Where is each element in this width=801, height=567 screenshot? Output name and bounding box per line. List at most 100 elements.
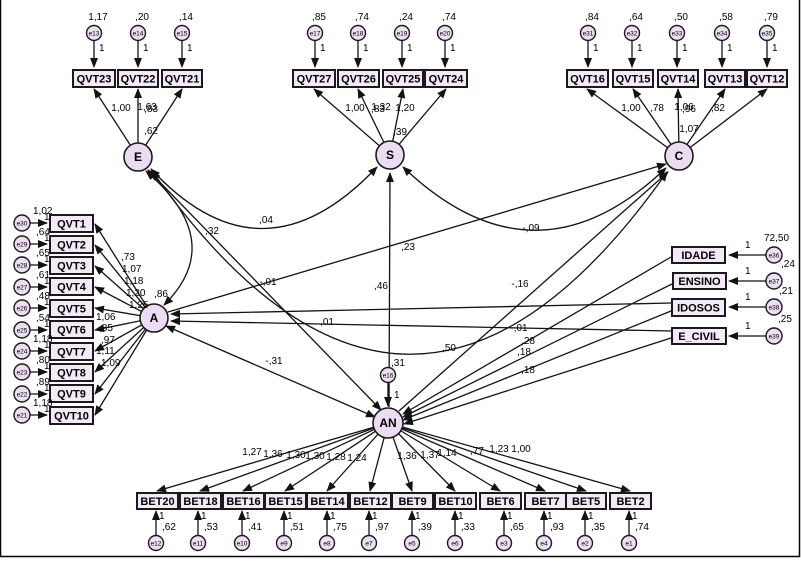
observed-var-IDOSOS[interactable] bbox=[671, 298, 726, 317]
observed-var-label: QVT1 bbox=[57, 219, 86, 231]
observed-var-QVT15[interactable] bbox=[612, 69, 654, 88]
observed-var-BET14[interactable] bbox=[306, 492, 349, 510]
error-term-e10[interactable] bbox=[233, 534, 251, 552]
error-term-e31[interactable] bbox=[579, 24, 597, 42]
observed-var-QVT8[interactable] bbox=[49, 363, 94, 382]
observed-var-BET6[interactable] bbox=[479, 492, 522, 510]
error-term-e39[interactable] bbox=[765, 327, 783, 345]
observed-var-label: QVT4 bbox=[57, 282, 87, 294]
observed-var-ENSINO[interactable] bbox=[672, 272, 727, 290]
error-term-e36[interactable] bbox=[765, 246, 783, 264]
path-arrow bbox=[242, 422, 389, 492]
error-term-e34[interactable] bbox=[713, 24, 731, 42]
error-term-e37[interactable] bbox=[765, 272, 783, 290]
observed-var-QVT6[interactable] bbox=[49, 320, 94, 339]
observed-var-QVT9[interactable] bbox=[49, 384, 94, 403]
error-term-e13[interactable] bbox=[85, 24, 103, 42]
observed-var-E_CIVIL[interactable] bbox=[671, 327, 727, 345]
observed-var-QVT22[interactable] bbox=[117, 69, 159, 88]
error-term-e26[interactable] bbox=[13, 299, 31, 317]
observed-var-QVT24[interactable] bbox=[424, 69, 468, 88]
error-term-label: e31 bbox=[583, 31, 594, 38]
error-term-e29[interactable] bbox=[13, 235, 31, 253]
error-term-e8[interactable] bbox=[318, 534, 336, 552]
fixed-weight-label: 1 bbox=[44, 404, 50, 415]
observed-var-QVT25[interactable] bbox=[382, 69, 424, 88]
coefficient-label: ,73 bbox=[121, 252, 135, 263]
error-term-e7[interactable] bbox=[360, 534, 378, 552]
observed-var-QVT14[interactable] bbox=[657, 69, 699, 88]
error-term-e25[interactable] bbox=[13, 321, 31, 339]
latent-factor-C[interactable] bbox=[664, 141, 694, 171]
observed-var-QVT1[interactable] bbox=[49, 214, 94, 233]
observed-var-BET20[interactable] bbox=[136, 492, 179, 510]
latent-factor-E[interactable] bbox=[123, 142, 153, 172]
error-term-e35[interactable] bbox=[758, 24, 776, 42]
observed-var-QVT3[interactable] bbox=[49, 256, 94, 275]
error-variance-value: 72,50 bbox=[764, 233, 789, 244]
observed-var-QVT26[interactable] bbox=[337, 69, 380, 88]
error-term-label: e38 bbox=[769, 305, 780, 312]
error-term-e5[interactable] bbox=[403, 534, 421, 552]
observed-var-QVT27[interactable] bbox=[292, 69, 336, 88]
error-term-e18[interactable] bbox=[349, 24, 367, 42]
error-term-e1[interactable] bbox=[620, 534, 638, 552]
fixed-weight-label: 1 bbox=[394, 390, 400, 401]
error-term-e3[interactable] bbox=[495, 534, 513, 552]
observed-var-QVT4[interactable] bbox=[49, 277, 94, 296]
error-term-e30[interactable] bbox=[13, 214, 31, 232]
observed-var-BET2[interactable] bbox=[609, 492, 652, 510]
error-term-e23[interactable] bbox=[13, 363, 31, 381]
error-term-e33[interactable] bbox=[668, 24, 686, 42]
error-term-e17[interactable] bbox=[306, 24, 324, 42]
observed-var-IDADE[interactable] bbox=[671, 246, 726, 264]
coefficient-label: 1,07 bbox=[122, 264, 142, 275]
observed-var-QVT7[interactable] bbox=[49, 342, 94, 361]
coefficient-label: 1,00 bbox=[111, 103, 131, 114]
observed-var-label: QVT22 bbox=[121, 74, 156, 86]
error-term-e6[interactable] bbox=[446, 534, 464, 552]
error-term-e27[interactable] bbox=[13, 278, 31, 296]
latent-factor-S[interactable] bbox=[375, 140, 405, 170]
observed-var-QVT21[interactable] bbox=[161, 69, 203, 88]
observed-var-BET9[interactable] bbox=[391, 492, 434, 510]
observed-var-QVT2[interactable] bbox=[49, 235, 94, 254]
fixed-weight-label: 1 bbox=[745, 321, 751, 332]
latent-factor-A[interactable] bbox=[139, 303, 169, 333]
fixed-weight-label: 1 bbox=[745, 266, 751, 277]
error-term-e38[interactable] bbox=[765, 298, 783, 316]
error-term-e12[interactable] bbox=[147, 534, 165, 552]
latent-factor-AN[interactable] bbox=[372, 407, 404, 439]
error-term-e11[interactable] bbox=[189, 534, 207, 552]
observed-var-QVT10[interactable] bbox=[49, 406, 94, 425]
error-term-label: e5 bbox=[408, 541, 416, 548]
observed-var-BET10[interactable] bbox=[434, 492, 477, 510]
error-term-e9[interactable] bbox=[275, 534, 293, 552]
observed-var-QVT12[interactable] bbox=[746, 69, 788, 88]
observed-var-BET5[interactable] bbox=[565, 492, 607, 510]
error-variance-value: ,33 bbox=[461, 522, 475, 533]
coefficient-label: -,16 bbox=[511, 279, 529, 290]
error-term-label: e10 bbox=[237, 541, 248, 548]
error-term-e4[interactable] bbox=[535, 534, 553, 552]
error-term-e14[interactable] bbox=[129, 24, 147, 42]
error-term-e22[interactable] bbox=[13, 385, 31, 403]
observed-var-QVT16[interactable] bbox=[566, 69, 609, 88]
error-variance-value: ,79 bbox=[764, 12, 778, 23]
error-term-e28[interactable] bbox=[13, 256, 31, 274]
coefficient-label: ,62 bbox=[144, 126, 158, 137]
error-term-e19[interactable] bbox=[393, 24, 411, 42]
error-term-e32[interactable] bbox=[623, 24, 641, 42]
error-term-e21[interactable] bbox=[13, 406, 31, 424]
error-term-e16[interactable] bbox=[379, 366, 397, 384]
error-term-e15[interactable] bbox=[173, 24, 191, 42]
observed-var-label: ENSINO bbox=[678, 276, 721, 288]
error-term-e2[interactable] bbox=[576, 534, 594, 552]
observed-var-QVT23[interactable] bbox=[72, 69, 116, 88]
observed-var-QVT5[interactable] bbox=[49, 299, 94, 318]
error-term-e20[interactable] bbox=[436, 24, 454, 42]
error-term-e24[interactable] bbox=[13, 342, 31, 360]
observed-var-QVT13[interactable] bbox=[704, 69, 746, 88]
observed-var-BET18[interactable] bbox=[179, 492, 222, 510]
